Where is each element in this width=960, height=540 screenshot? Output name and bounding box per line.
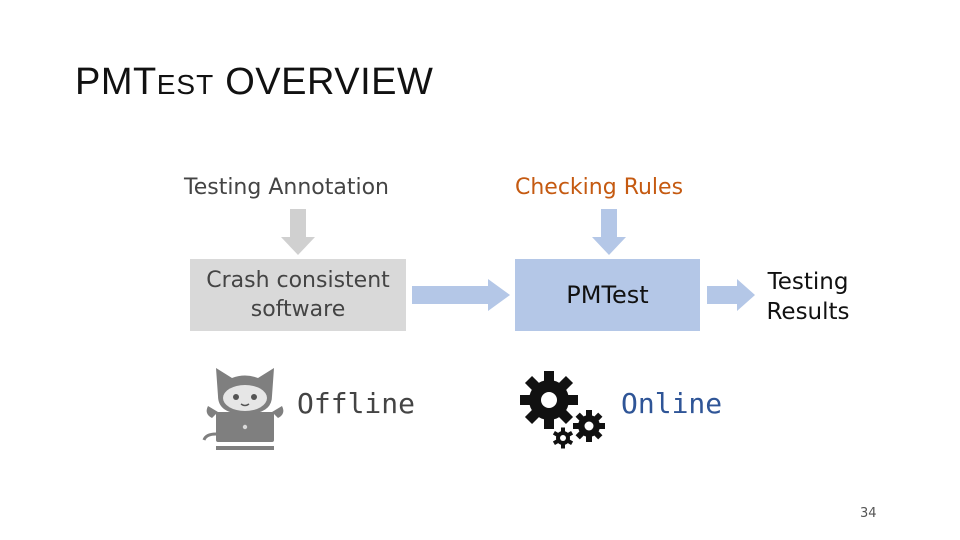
down-arrow-left <box>281 209 315 255</box>
title-smallcaps: EST <box>156 69 215 100</box>
gears-icon <box>520 371 605 449</box>
title-suffix: OVERVIEW <box>214 61 434 103</box>
octocat-laptop-icon <box>202 368 284 450</box>
crash-box-line1: Crash consistent <box>206 268 390 293</box>
pmtest-box: PMTest <box>515 259 700 331</box>
down-arrow-right <box>592 209 626 255</box>
online-label: Online <box>621 387 723 420</box>
testing-results-text: Testing Results <box>752 267 864 327</box>
right-arrow-to-results <box>707 279 755 311</box>
crash-box-line2: software <box>250 297 346 322</box>
testing-annotation-label: Testing Annotation <box>184 175 389 200</box>
pmtest-box-label: PMTest <box>566 280 649 309</box>
checking-rules-label: Checking Rules <box>515 175 684 200</box>
slide-title: PMTEST OVERVIEW <box>75 56 433 111</box>
offline-label: Offline <box>297 387 416 420</box>
results-line1: Testing <box>767 269 849 295</box>
results-line2: Results <box>766 299 850 325</box>
title-prefix: PMT <box>75 61 157 103</box>
page-number: 34 <box>860 506 877 521</box>
crash-consistent-software-box: Crash consistent software <box>190 259 406 331</box>
right-arrow-to-pmtest <box>412 279 510 311</box>
